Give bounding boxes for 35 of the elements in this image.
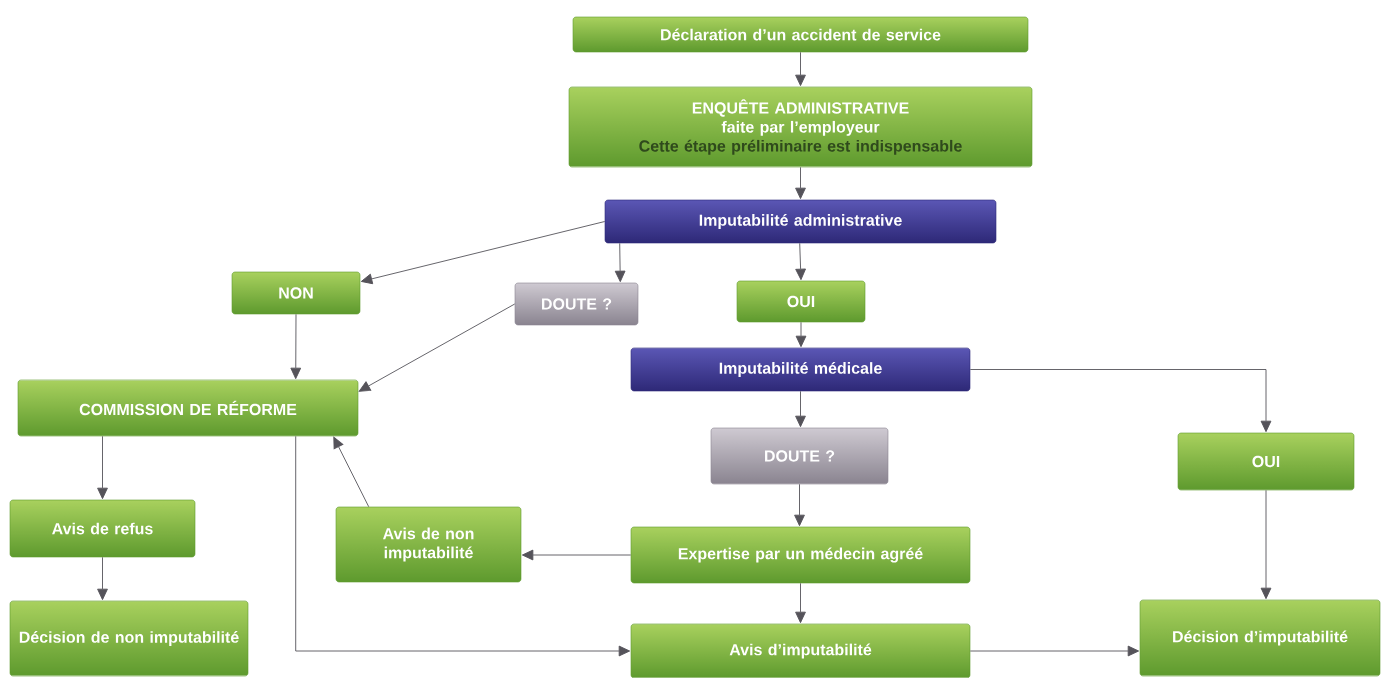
process-box: Décision de non imputabilité [9,600,249,677]
process-box: Avis de non imputabilité [335,506,522,583]
arrow [795,582,806,624]
doubt-box: DOUTE ? [514,282,639,326]
arrow [1260,489,1272,600]
arrow [290,313,302,380]
process-box: Déclaration d’un accident de service [572,16,1029,53]
arrow [795,51,806,87]
process-box: Avis d’imputabilité [630,623,971,678]
arrow [795,321,807,348]
decision-box: Imputabilité médicale [630,347,971,392]
decision-box: Imputabilité administrative [604,199,997,244]
arrow [295,435,631,657]
arrow [97,556,108,601]
arrow [521,549,632,561]
arrow [969,369,1272,433]
arrow [614,242,626,283]
process-box: ENQUÊTE ADMINISTRATIVE faite par l’employeur Cette étape préliminaire est indispensable [568,86,1033,168]
doubt-box: DOUTE ? [710,427,889,485]
arrow [358,303,516,392]
arrow [97,435,108,500]
process-box: NON [231,271,361,315]
arrow [795,166,806,200]
arrow [795,390,806,428]
process-box: OUI [736,280,866,323]
process-box: COMMISSION DE RÉFORME [17,379,359,437]
process-box: Avis de refus [9,499,196,558]
process-box: Décision d’imputabilité [1139,599,1381,677]
arrow [795,242,806,281]
arrow [969,645,1140,657]
arrow [794,483,805,527]
process-box: Expertise par un médecin agréé [630,526,971,584]
arrow [333,436,370,508]
process-box: OUI [1177,432,1355,491]
arrow [360,221,606,285]
